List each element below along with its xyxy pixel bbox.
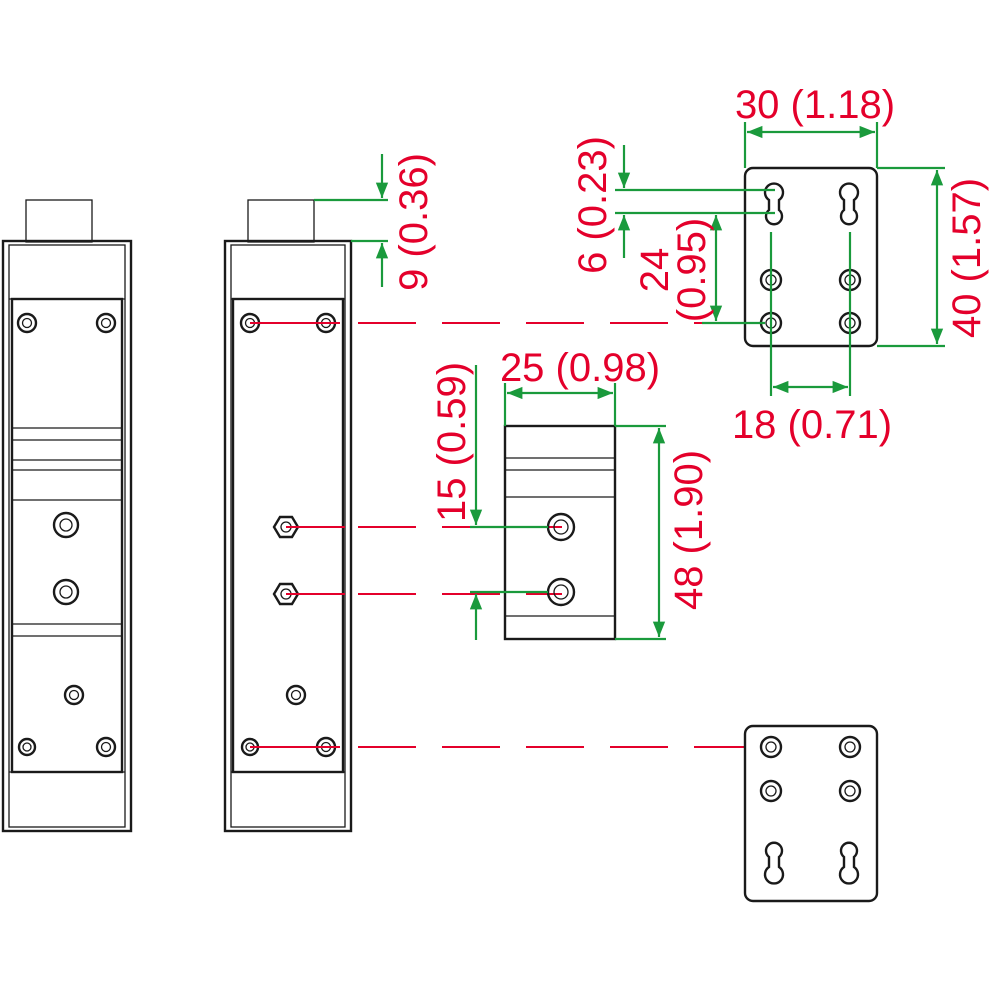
keyhole-slot bbox=[763, 841, 785, 885]
plate-outline bbox=[743, 166, 879, 348]
enclosure-wall-mount-view bbox=[223, 199, 353, 833]
screw-holes bbox=[16, 312, 117, 758]
din-clip-width-label: 25 (0.98) bbox=[500, 346, 660, 390]
keyhole-to-screw-inch-label: (0.95) bbox=[670, 218, 714, 323]
wall-mount-plate-bottom bbox=[743, 724, 879, 903]
keyhole-slot bbox=[838, 841, 860, 885]
enclosure-din-rail-view bbox=[1, 199, 133, 833]
din-clip-outline bbox=[503, 424, 617, 641]
din-clip-height-label: 48 (1.90) bbox=[667, 450, 711, 610]
keyhole-to-screw-label: 24 bbox=[633, 248, 677, 293]
top-plate-width-label: 30 (1.18) bbox=[735, 83, 895, 127]
top-tab bbox=[25, 199, 93, 243]
screw-holes bbox=[239, 312, 337, 758]
wall-mount-plate-top bbox=[743, 166, 879, 348]
tab-height-label: 9 (0.36) bbox=[392, 153, 436, 291]
hole-spacing-label: 18 (0.71) bbox=[732, 403, 892, 447]
dimension-lines bbox=[314, 122, 945, 641]
dimension-labels: 30 (1.18) 18 (0.71) 25 (0.98) 40 (1.57) … bbox=[392, 83, 989, 610]
top-tab bbox=[247, 199, 315, 243]
enclosure-body bbox=[1, 239, 133, 833]
keyhole-offset-label: 6 (0.23) bbox=[571, 136, 615, 274]
keyhole-slot bbox=[838, 182, 860, 226]
top-plate-height-label: 40 (1.57) bbox=[945, 178, 989, 338]
enclosure-body bbox=[223, 239, 353, 833]
din-clip-screw-spacing-label: 15 (0.59) bbox=[430, 362, 474, 522]
din-rail-clip bbox=[503, 424, 617, 641]
keyhole-slot bbox=[763, 182, 785, 226]
din-clip-panel bbox=[10, 297, 124, 774]
